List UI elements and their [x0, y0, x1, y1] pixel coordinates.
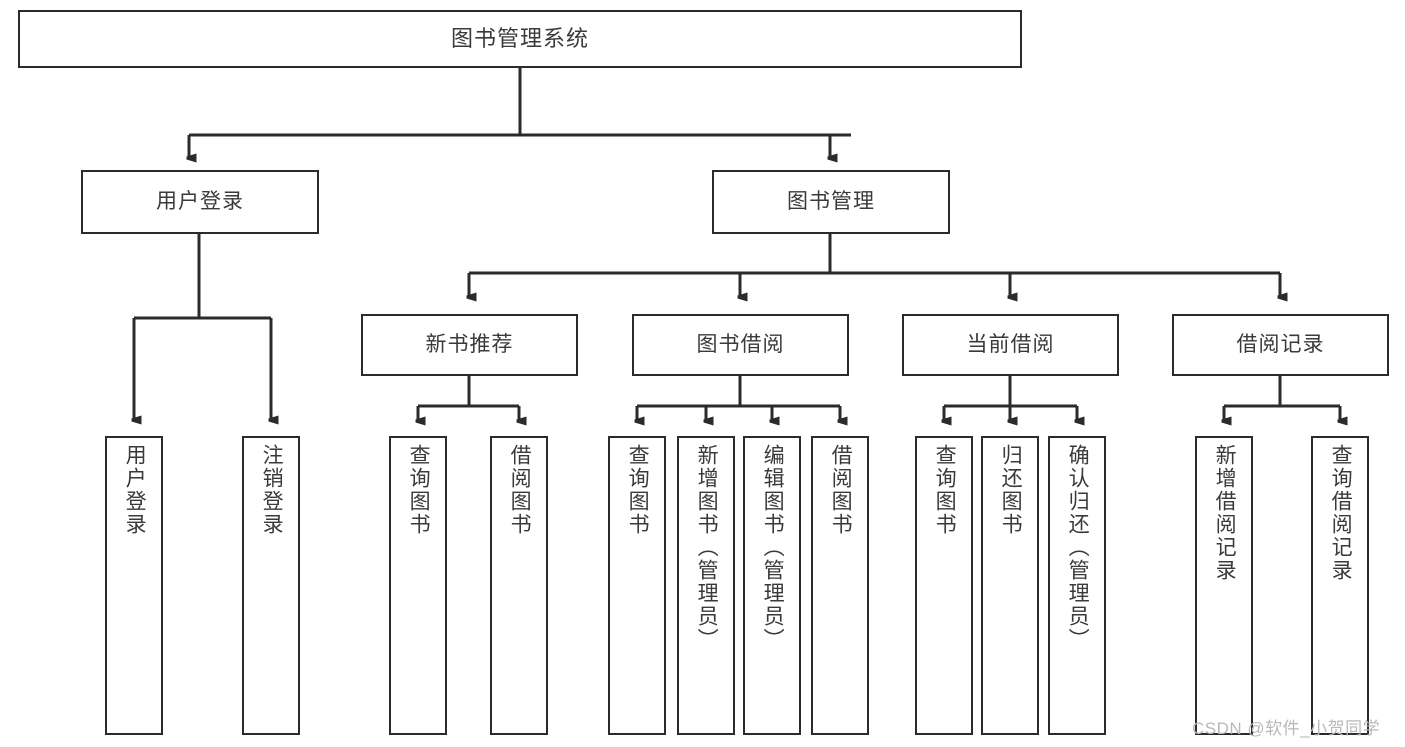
- node-label: 用户登录: [156, 190, 244, 214]
- node-user-login[interactable]: 用户登录: [81, 170, 319, 234]
- leaf-book-borrow-edit[interactable]: 编辑图书（管理员）: [743, 436, 801, 735]
- leaf-label: 借阅图书: [508, 444, 532, 536]
- node-borrow-record[interactable]: 借阅记录: [1172, 314, 1389, 376]
- node-label: 图书管理: [787, 190, 875, 214]
- leaf-current-borrow-return[interactable]: 归还图书: [981, 436, 1039, 735]
- leaf-label: 借阅图书: [829, 444, 853, 536]
- leaf-label: 新增图书（管理员）: [695, 444, 719, 651]
- leaf-book-borrow-borrow[interactable]: 借阅图书: [811, 436, 869, 735]
- leaf-current-borrow-query[interactable]: 查询图书: [915, 436, 973, 735]
- leaf-label: 用户登录: [123, 444, 147, 536]
- node-label: 图书借阅: [696, 333, 785, 357]
- node-book-borrow[interactable]: 图书借阅: [632, 314, 849, 376]
- leaf-new-book-borrow[interactable]: 借阅图书: [490, 436, 548, 735]
- leaf-borrow-record-query[interactable]: 查询借阅记录: [1311, 436, 1369, 735]
- node-book-management[interactable]: 图书管理: [712, 170, 950, 234]
- node-new-book-recommend[interactable]: 新书推荐: [361, 314, 578, 376]
- leaf-label: 查询图书: [626, 444, 650, 536]
- node-label: 当前借阅: [966, 333, 1055, 357]
- leaf-label: 归还图书: [999, 444, 1023, 536]
- node-label: 图书管理系统: [450, 25, 589, 51]
- leaf-book-borrow-add[interactable]: 新增图书（管理员）: [677, 436, 735, 735]
- leaf-current-borrow-confirm-return[interactable]: 确认归还（管理员）: [1048, 436, 1106, 735]
- leaf-label: 编辑图书（管理员）: [761, 444, 785, 651]
- leaf-label: 查询图书: [407, 444, 431, 536]
- node-root-book-management-system[interactable]: 图书管理系统: [18, 10, 1022, 68]
- leaf-user-login-logout[interactable]: 注销登录: [242, 436, 300, 735]
- csdn-watermark: CSDN @软件_小贺同学: [1192, 719, 1381, 738]
- leaf-user-login-login[interactable]: 用户登录: [105, 436, 163, 735]
- leaf-label: 注销登录: [260, 444, 284, 536]
- node-label: 新书推荐: [425, 333, 514, 357]
- leaf-book-borrow-query[interactable]: 查询图书: [608, 436, 666, 735]
- leaf-label: 查询借阅记录: [1329, 444, 1353, 582]
- leaf-label: 新增借阅记录: [1213, 444, 1237, 582]
- leaf-new-book-query[interactable]: 查询图书: [389, 436, 447, 735]
- node-label: 借阅记录: [1236, 333, 1325, 357]
- leaf-label: 确认归还（管理员）: [1066, 444, 1090, 651]
- node-current-borrow[interactable]: 当前借阅: [902, 314, 1119, 376]
- leaf-label: 查询图书: [933, 444, 957, 536]
- leaf-borrow-record-add[interactable]: 新增借阅记录: [1195, 436, 1253, 735]
